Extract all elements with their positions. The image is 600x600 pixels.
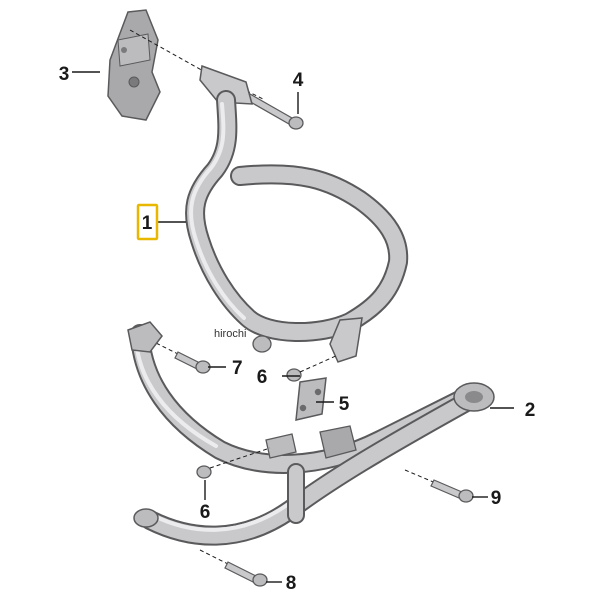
upper-crash-bar-part-1 [185, 64, 409, 363]
callout-2: 2 [525, 400, 536, 421]
callout-6-upper: 6 [257, 367, 268, 388]
callout-7: 7 [232, 358, 243, 379]
nut-part-6-upper [286, 354, 339, 382]
leader-lines [72, 71, 514, 583]
callout-9: 9 [491, 488, 502, 509]
callout-5: 5 [339, 394, 350, 415]
watermark: hirochi [214, 328, 246, 340]
mounting-bracket-part-3 [107, 9, 206, 121]
callout-3: 3 [59, 64, 70, 85]
highlight-box [136, 203, 159, 241]
connecting-plate-part-5 [295, 377, 327, 421]
callout-8: 8 [286, 573, 297, 594]
lower-crash-bar-part-2 [127, 321, 495, 546]
bolt-part-9 [404, 469, 474, 503]
bolt-part-8 [199, 549, 268, 587]
callout-4: 4 [293, 70, 304, 91]
callout-6-lower: 6 [200, 502, 211, 523]
callout-1: 1 [142, 213, 153, 234]
bolt-part-7 [149, 339, 211, 374]
nut-part-6-lower [196, 447, 271, 479]
